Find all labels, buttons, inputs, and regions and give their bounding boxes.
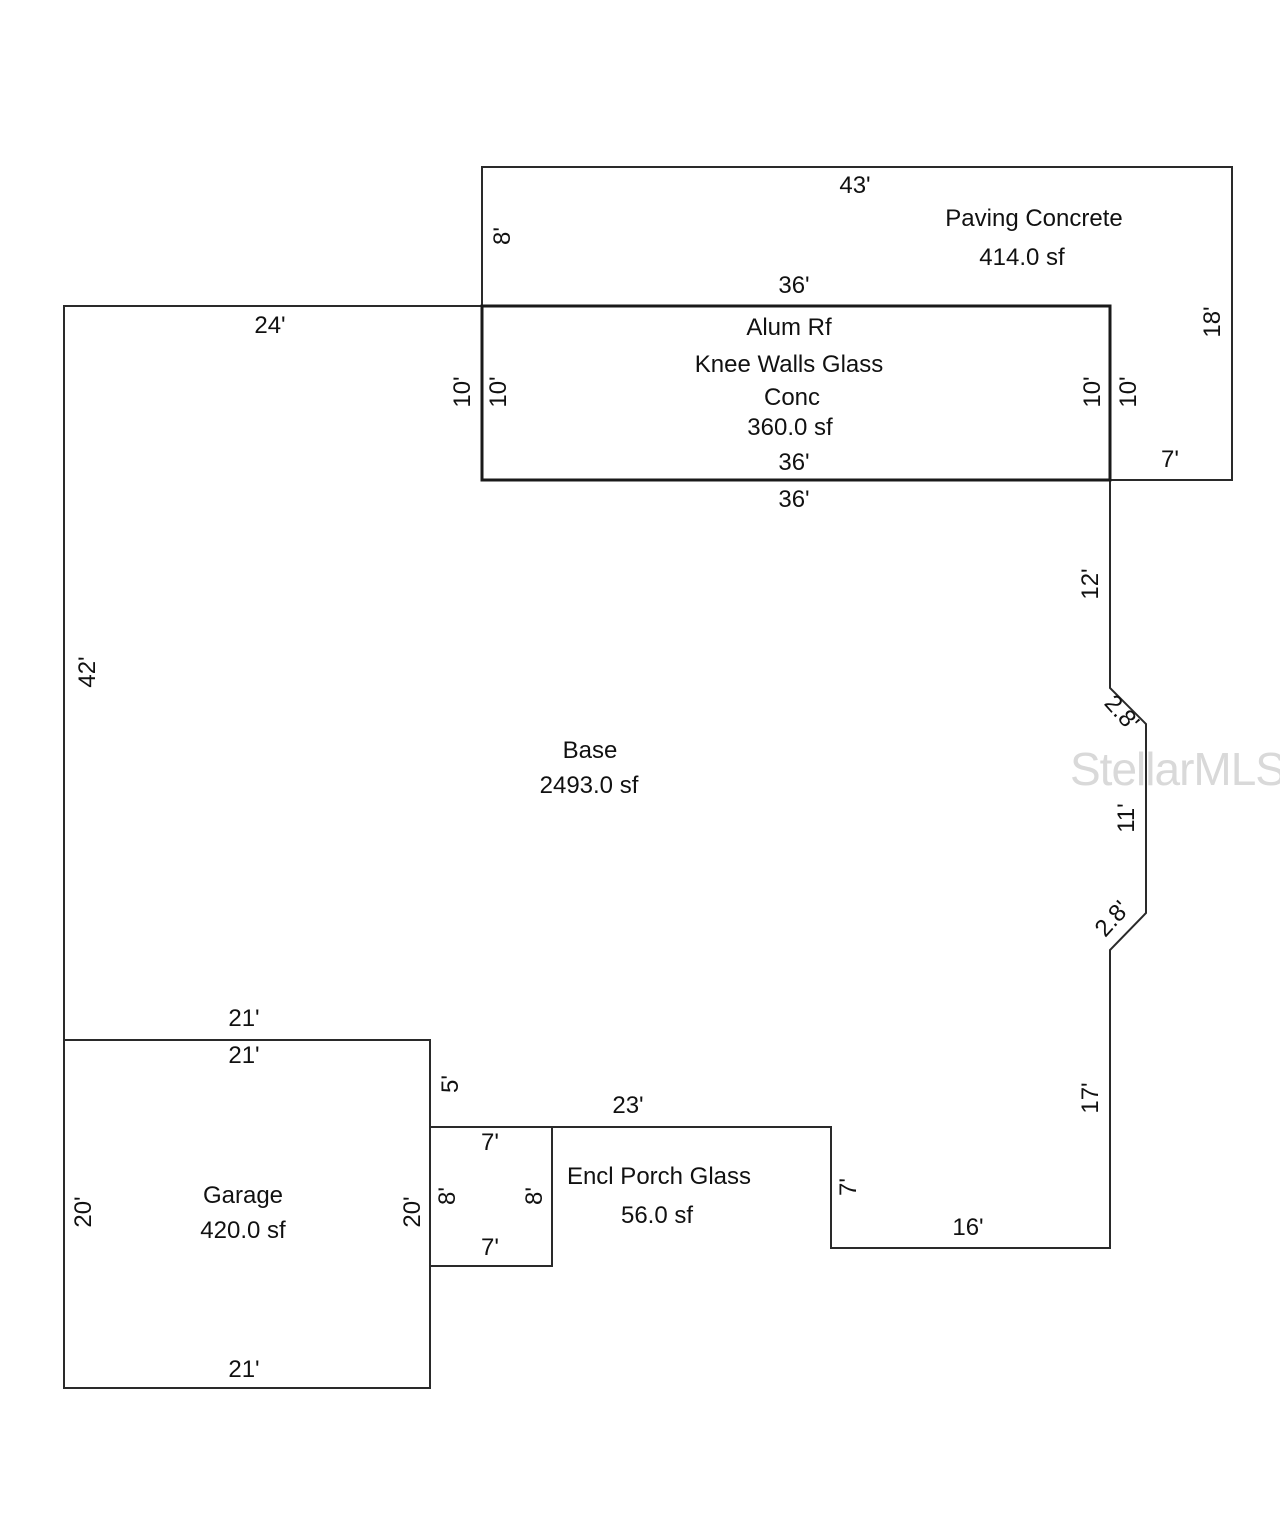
dim-base-left-small: 5' [437,1075,464,1093]
dim-base-step: 7' [835,1178,862,1196]
dim-paving-left: 8' [489,227,516,245]
garage-room [63,1039,431,1389]
garage-size: 420.0 sf [200,1217,286,1244]
dim-garage-right: 20' [399,1196,426,1227]
dim-base-top: 24' [254,312,285,339]
alum-line2: Knee Walls Glass [695,351,884,378]
dim-garage-bottom: 21' [228,1356,259,1383]
dim-garage-left: 20' [70,1196,97,1227]
dim-garage-top-inner: 21' [228,1042,259,1069]
dim-bay-side: 11' [1113,803,1140,833]
paving-name: Paving Concrete [945,205,1122,232]
dim-alum-top: 36' [778,272,809,299]
dim-base-bottom-right: 16' [952,1214,983,1241]
dim-paving-right: 18' [1199,306,1226,337]
dim-paving-top: 43' [839,172,870,199]
alum-size: 360.0 sf [747,414,833,441]
dim-base-right-lower: 17' [1077,1082,1104,1113]
dim-garage-top-outer: 21' [228,1005,259,1032]
dim-alum-bottom-outer: 36' [778,486,809,513]
dim-porch-left: 8' [434,1187,461,1205]
porch-name: Encl Porch Glass [567,1163,751,1190]
dim-alum-left-inner: 10' [485,376,512,407]
dim-alum-left-outer: 10' [449,376,476,407]
dim-bay-lower-diag: 2.8' [1090,896,1135,942]
dim-alum-right-outer: 10' [1115,376,1142,407]
base-outline [63,305,482,1040]
alum-line1: Alum Rf [746,314,832,341]
dim-porch-top: 7' [481,1129,499,1156]
paving-concrete-outline [481,166,1233,481]
porch-size: 56.0 sf [621,1202,693,1229]
dim-porch-bottom: 7' [481,1234,499,1261]
encl-porch-room [429,1126,553,1267]
dim-base-bottom-mid: 23' [612,1092,643,1119]
dim-alum-right-inner: 10' [1079,376,1106,407]
dim-bay-upper-diag: 2.8' [1099,690,1144,736]
base-name: Base [563,737,618,764]
dim-alum-bottom-inner: 36' [778,449,809,476]
dim-porch-right: 8' [521,1187,548,1205]
paving-size: 414.0 sf [979,244,1065,271]
watermark-text: StellarMLS [1070,743,1280,795]
dim-base-left: 42' [74,656,101,687]
base-right-wall [552,480,1147,1249]
garage-name: Garage [203,1182,283,1209]
dim-base-right-upper: 12' [1077,568,1104,599]
alum-rf-room [480,304,1112,482]
dim-paving-bottom-right: 7' [1161,446,1179,473]
base-size: 2493.0 sf [540,772,639,799]
alum-line3: Conc [764,384,820,411]
